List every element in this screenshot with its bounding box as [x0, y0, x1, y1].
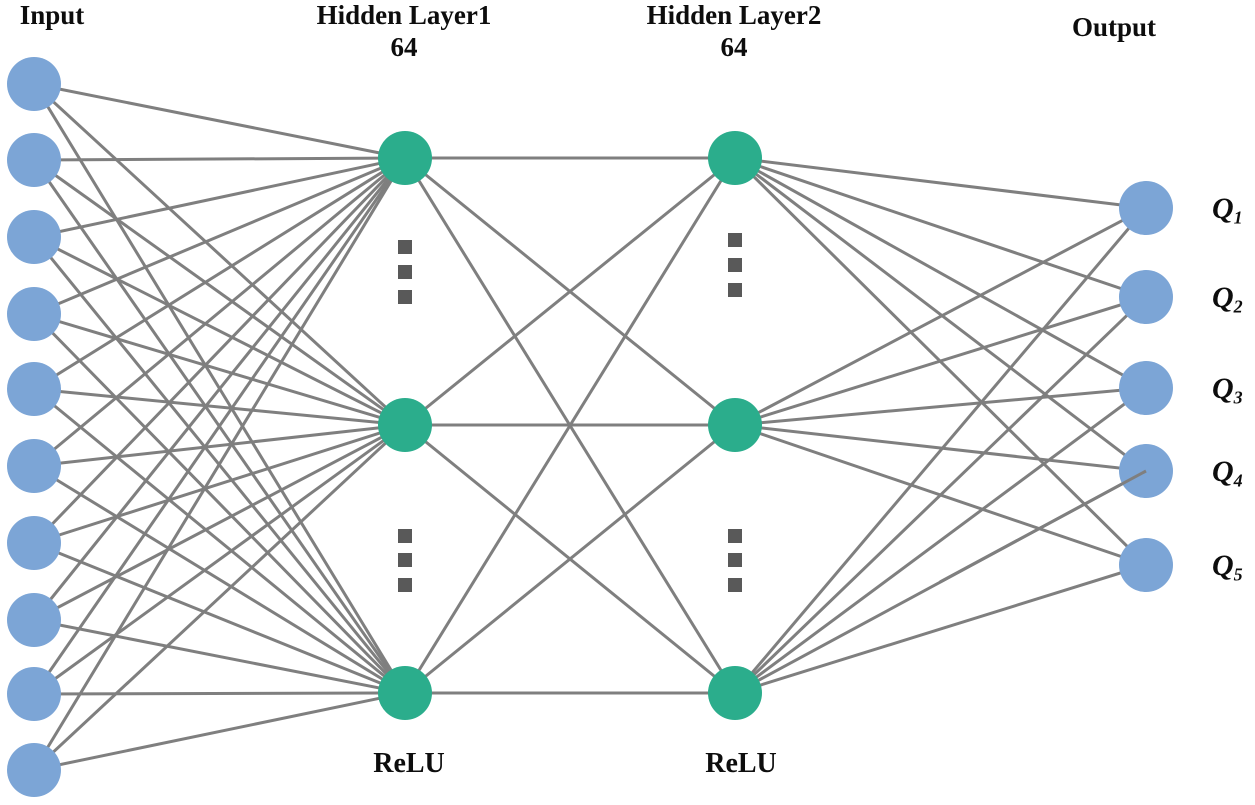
ellipsis-dot	[398, 553, 412, 567]
edge-line	[32, 157, 407, 771]
ellipsis-dot	[728, 233, 742, 247]
ellipsis-dot	[398, 529, 412, 543]
q1-base: Q	[1212, 192, 1234, 225]
edge-line	[734, 386, 1147, 695]
hidden2-node	[708, 666, 762, 720]
edge-line	[32, 157, 407, 695]
ellipsis-dot	[398, 578, 412, 592]
q2-sub: 2	[1233, 296, 1243, 317]
edge-line	[404, 156, 736, 427]
edge-line	[734, 563, 1147, 695]
edge-line	[33, 423, 406, 545]
hidden1-layer-title: Hidden Layer1	[316, 0, 492, 30]
ellipsis-dot	[728, 553, 742, 567]
edge-line	[734, 156, 1147, 390]
hidden1-node	[378, 131, 432, 185]
ellipsis-dot	[728, 529, 742, 543]
output-layer-title: Output	[1071, 12, 1157, 42]
edge-line	[33, 156, 406, 468]
output-label-q1: Q1	[1212, 192, 1243, 228]
hidden1-layer-size: 64	[390, 32, 418, 62]
edge-line	[32, 157, 407, 621]
hidden1-node	[378, 666, 432, 720]
ellipsis-dot	[398, 290, 412, 304]
edge-line	[33, 156, 406, 239]
output-label-q3: Q3	[1212, 372, 1243, 408]
hidden1-node	[378, 398, 432, 452]
ellipsis-dot	[728, 258, 742, 272]
edge-line	[733, 207, 1148, 694]
q4-base: Q	[1212, 455, 1234, 488]
output-label-q2: Q2	[1212, 281, 1243, 317]
output-label-q4: Q4	[1212, 455, 1243, 491]
hidden2-activation-label: ReLU	[705, 748, 777, 779]
edge-line	[33, 691, 406, 696]
output-node	[1119, 538, 1173, 592]
ellipsis-dot	[398, 240, 412, 254]
input-node	[7, 667, 61, 721]
q1-sub: 1	[1233, 207, 1243, 228]
q2-base: Q	[1212, 281, 1234, 314]
edge-line	[33, 618, 406, 695]
hidden2-node	[708, 131, 762, 185]
input-node	[7, 210, 61, 264]
edge-line	[33, 423, 406, 696]
input-node	[7, 287, 61, 341]
edge-line	[33, 423, 406, 468]
edge-line	[32, 82, 407, 427]
hidden2-layer-size: 64	[720, 32, 748, 62]
edge-line	[734, 156, 1147, 473]
q4-sub: 4	[1233, 470, 1243, 491]
q5-sub: 5	[1233, 564, 1243, 585]
edge-line	[32, 312, 407, 695]
edge-line	[33, 312, 406, 427]
output-node	[1119, 270, 1173, 324]
edge-line	[733, 295, 1148, 695]
edge-line	[734, 295, 1147, 427]
overlay-edge-line	[939, 469, 1147, 584]
input-node	[7, 57, 61, 111]
edge-line	[33, 156, 406, 391]
edge-line	[734, 156, 1147, 210]
input-node	[7, 439, 61, 493]
hidden2-node	[708, 398, 762, 452]
edge-line	[32, 156, 407, 545]
hidden2-layer-title: Hidden Layer2	[646, 0, 822, 30]
edge-line	[734, 423, 1147, 473]
edge-line	[33, 156, 406, 316]
ellipsis-dot	[398, 265, 412, 279]
edge-line	[33, 464, 406, 695]
input-node	[7, 593, 61, 647]
edge-line	[33, 158, 406, 427]
hidden1-activation-label: ReLU	[373, 748, 445, 779]
ellipsis-dot	[728, 283, 742, 297]
edge-line	[734, 206, 1147, 427]
edge-line	[33, 387, 406, 427]
q3-base: Q	[1212, 372, 1234, 405]
edge-line	[33, 235, 406, 427]
edge-line	[33, 156, 406, 162]
edge-line	[734, 156, 1147, 299]
input-node	[7, 743, 61, 797]
output-node	[1119, 181, 1173, 235]
edge-line	[33, 82, 406, 160]
q5-base: Q	[1212, 549, 1234, 582]
edge-line	[403, 157, 737, 694]
edge-line	[33, 387, 406, 695]
input-node	[7, 362, 61, 416]
input-node	[7, 516, 61, 570]
edge-line	[33, 541, 406, 695]
edge-line	[404, 423, 736, 695]
ellipsis-dot	[728, 578, 742, 592]
edge-line	[734, 386, 1147, 427]
input-node	[7, 133, 61, 187]
output-label-q5: Q5	[1212, 549, 1243, 585]
edge-line	[33, 691, 406, 772]
input-layer-title: Input	[19, 0, 85, 30]
q3-sub: 3	[1233, 387, 1243, 408]
output-node	[1119, 361, 1173, 415]
edge-line	[33, 423, 406, 622]
edge-line	[32, 423, 407, 772]
